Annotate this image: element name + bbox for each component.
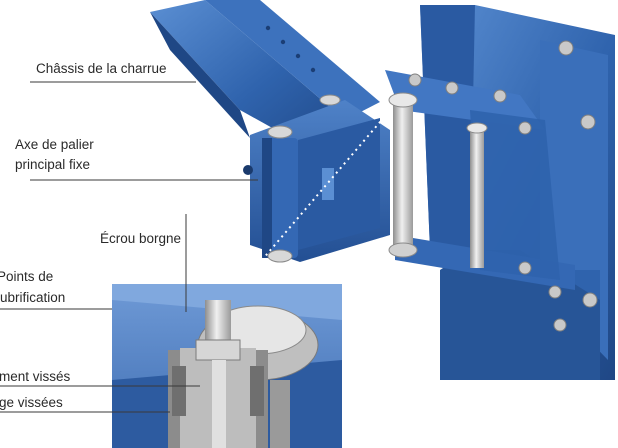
label-screwed-1: ment vissés bbox=[0, 369, 71, 384]
label-plough-frame: Châssis de la charrue bbox=[36, 61, 167, 76]
main-bearing-axle-housing bbox=[243, 94, 390, 263]
label-screwed-2: ge vissées bbox=[0, 395, 63, 410]
pivot-link-arms bbox=[385, 70, 575, 299]
label-lube-line2: lubrification bbox=[0, 290, 66, 305]
label-lube-line1: Points de bbox=[0, 269, 54, 284]
inset-closeup bbox=[112, 284, 342, 448]
leader-lines bbox=[0, 81, 258, 413]
pivot-bolts bbox=[388, 92, 488, 268]
label-axle-line2: principal fixe bbox=[15, 157, 91, 172]
label-cap-nut: Écrou borgne bbox=[100, 231, 182, 246]
label-axle-line1: Axe de palier bbox=[15, 137, 94, 152]
